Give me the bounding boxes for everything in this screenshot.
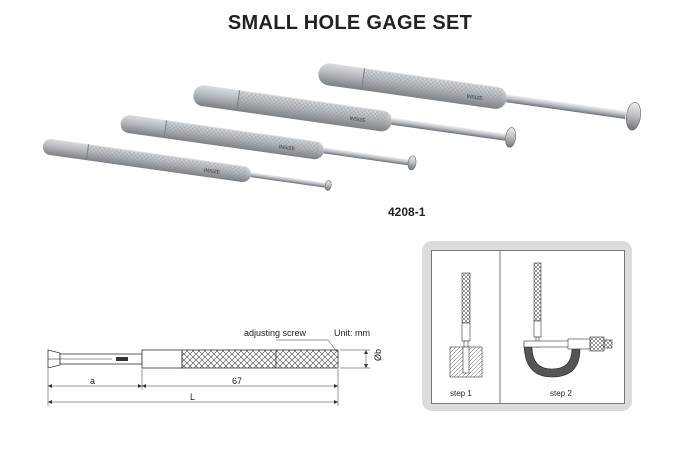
usage-steps-illustration: step 1 step 2 (449, 251, 613, 403)
step-1-label: step 1 (450, 389, 472, 398)
gauge-2: INSIZE (120, 115, 417, 171)
model-number: 4208-1 (388, 205, 426, 219)
step-2-illustration: step 2 (523, 262, 613, 398)
gauge-brand: INSIZE (278, 144, 295, 152)
product-photo: INSIZE INSIZE INSIZE INSIZE (42, 63, 642, 191)
gauge-brand: INSIZE (349, 116, 366, 124)
unit-label: Unit: mm (334, 328, 370, 338)
step-2-label: step 2 (550, 389, 572, 398)
adjusting-screw-label: adjusting screw (244, 328, 307, 338)
dimension-drawing: Øb adjusting screw Unit: mm a 67 L (47, 328, 383, 406)
gauge-1: INSIZE (42, 139, 332, 191)
gauge-4: INSIZE (318, 63, 642, 131)
page-title: SMALL HOLE GAGE SET (227, 12, 473, 34)
dim-a-label: a (90, 376, 95, 386)
gauge-3: INSIZE (193, 85, 517, 148)
usage-steps-frame: step 1 step 2 (431, 250, 625, 404)
dim-b-label: Øb (373, 349, 383, 361)
gauge-brand: INSIZE (466, 94, 483, 102)
dim-67-label: 67 (232, 376, 242, 386)
dim-L-label: L (190, 392, 195, 402)
gauge-brand: INSIZE (204, 168, 221, 176)
usage-steps-panel: step 1 step 2 (422, 241, 632, 411)
step-1-illustration: step 1 (449, 272, 483, 398)
